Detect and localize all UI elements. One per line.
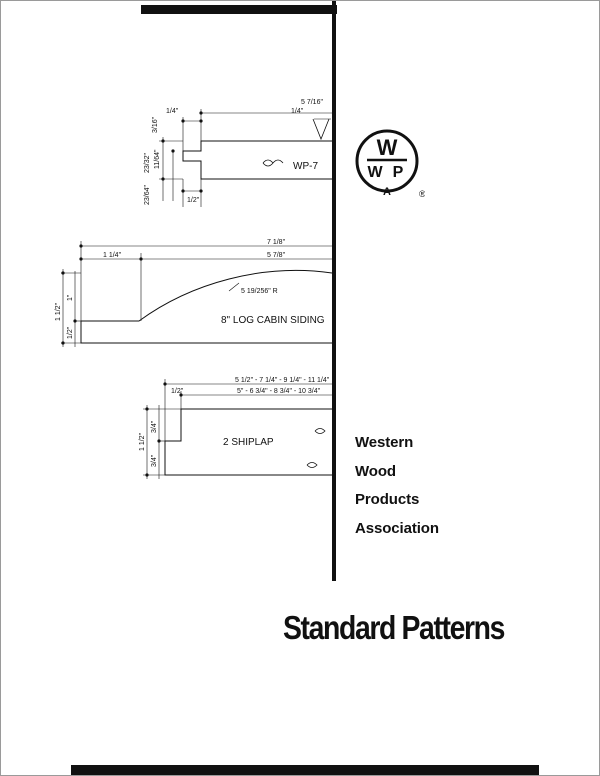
log-cabin-label: 8" LOG CABIN SIDING: [221, 315, 325, 326]
bottom-bar: [71, 765, 539, 775]
org-line-4: Association: [355, 519, 439, 537]
wp7-label: WP-7: [293, 161, 318, 172]
log-cabin-profile: [61, 241, 332, 347]
wp7-v2-dim: 11/64": [154, 149, 161, 169]
org-line-2: Wood: [355, 462, 396, 480]
logo-letter-top: W: [377, 135, 398, 160]
wp7-top-dim: 3/16": [152, 116, 159, 133]
shiplap-overall-dim: 5 1/2" - 7 1/4" - 9 1/4" - 11 1/4": [235, 377, 330, 384]
document-title: Standard Patterns: [283, 609, 505, 646]
log-cabin-flat-dim: 1 1/4": [103, 252, 122, 259]
log-cabin-radius-dim: 5 19/256" R: [241, 288, 278, 295]
wwpa-logo: W W P A ®: [353, 125, 426, 207]
logo-letter-bottom: A: [383, 186, 391, 198]
vertical-rule: [332, 1, 336, 581]
log-cabin-face-dim: 5 7/8": [267, 252, 286, 259]
shiplap-upper-dim: 3/4": [151, 420, 158, 433]
log-cabin-overall-dim: 7 1/8": [267, 239, 286, 246]
wp7-overall-dim: 5 7/16": [301, 99, 323, 106]
wp7-right-offset-dim: 1/4": [291, 108, 304, 115]
top-bar: [141, 5, 337, 14]
log-cabin-upper-dim: 1": [67, 294, 74, 301]
logo-letter-left: W: [367, 164, 383, 181]
organization-name: Western Wood Products Association: [355, 429, 555, 543]
wp7-bottom-dim: 1/2": [187, 197, 200, 204]
wp7-left-offset-dim: 1/4": [166, 108, 179, 115]
org-line-3: Products: [355, 491, 420, 508]
log-cabin-thickness-dim: 1 1/2": [55, 302, 62, 321]
pattern-drawings: WP-7 5 7/16" 1/4" 1/4" 3/16" 23/32" 11/6…: [1, 1, 332, 521]
shiplap-lower-dim: 3/4": [151, 454, 158, 467]
wp7-profile: [159, 109, 332, 207]
wp7-v1-dim: 23/32": [144, 152, 151, 173]
shiplap-lap-dim: 1/2": [171, 388, 184, 395]
shiplap-thickness-dim: 1 1/2": [139, 432, 146, 451]
log-cabin-lower-dim: 1/2": [67, 326, 74, 339]
shiplap-label: 2 SHIPLAP: [223, 437, 274, 448]
registered-mark: ®: [419, 189, 425, 199]
logo-letter-right: P: [393, 164, 404, 181]
shiplap-face-dim: 5" - 6 3/4" - 8 3/4" - 10 3/4": [237, 388, 321, 395]
shiplap-profile: [143, 379, 332, 479]
org-line-1: Western: [355, 434, 414, 451]
wp7-v3-dim: 23/64": [144, 184, 151, 205]
